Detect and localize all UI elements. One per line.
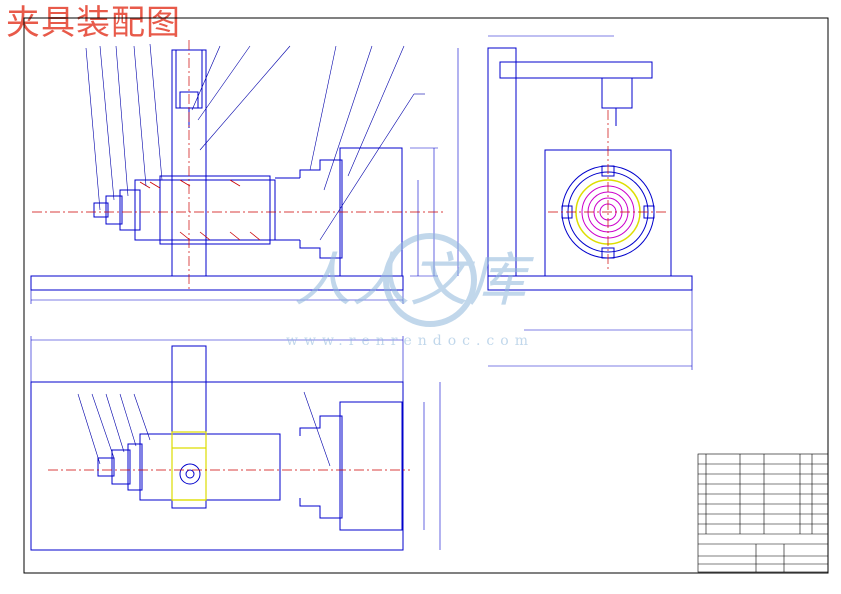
top-chuck xyxy=(299,415,343,519)
watermark-url: www.renrendoc.com xyxy=(286,333,534,349)
top-leaders xyxy=(77,391,331,467)
side-centerlines xyxy=(548,110,668,270)
front-hatching xyxy=(139,179,261,241)
top-spindle-body xyxy=(139,433,281,501)
top-base-plate xyxy=(30,381,404,551)
side-tool-holder xyxy=(601,77,633,109)
front-spindle-body xyxy=(134,179,276,241)
drawing-frame xyxy=(23,17,829,574)
front-centerlines xyxy=(32,40,445,292)
watermark-text: 人人文库 xyxy=(294,246,534,314)
front-base-plate xyxy=(30,275,404,291)
side-top-arm xyxy=(499,61,653,79)
top-support-column xyxy=(171,345,207,509)
title-block xyxy=(697,453,829,573)
watermark-logo-circle xyxy=(383,233,477,327)
side-view xyxy=(457,35,693,370)
top-view xyxy=(30,336,441,551)
page-title: 夹具装配图 xyxy=(6,3,181,43)
front-leaders xyxy=(85,43,425,241)
side-support-column xyxy=(487,47,517,277)
front-chuck xyxy=(299,159,343,259)
top-headstock-box xyxy=(339,401,403,531)
top-highlight-parts xyxy=(171,431,207,501)
watermark: 人人文库 www.renrendoc.com xyxy=(286,233,534,349)
